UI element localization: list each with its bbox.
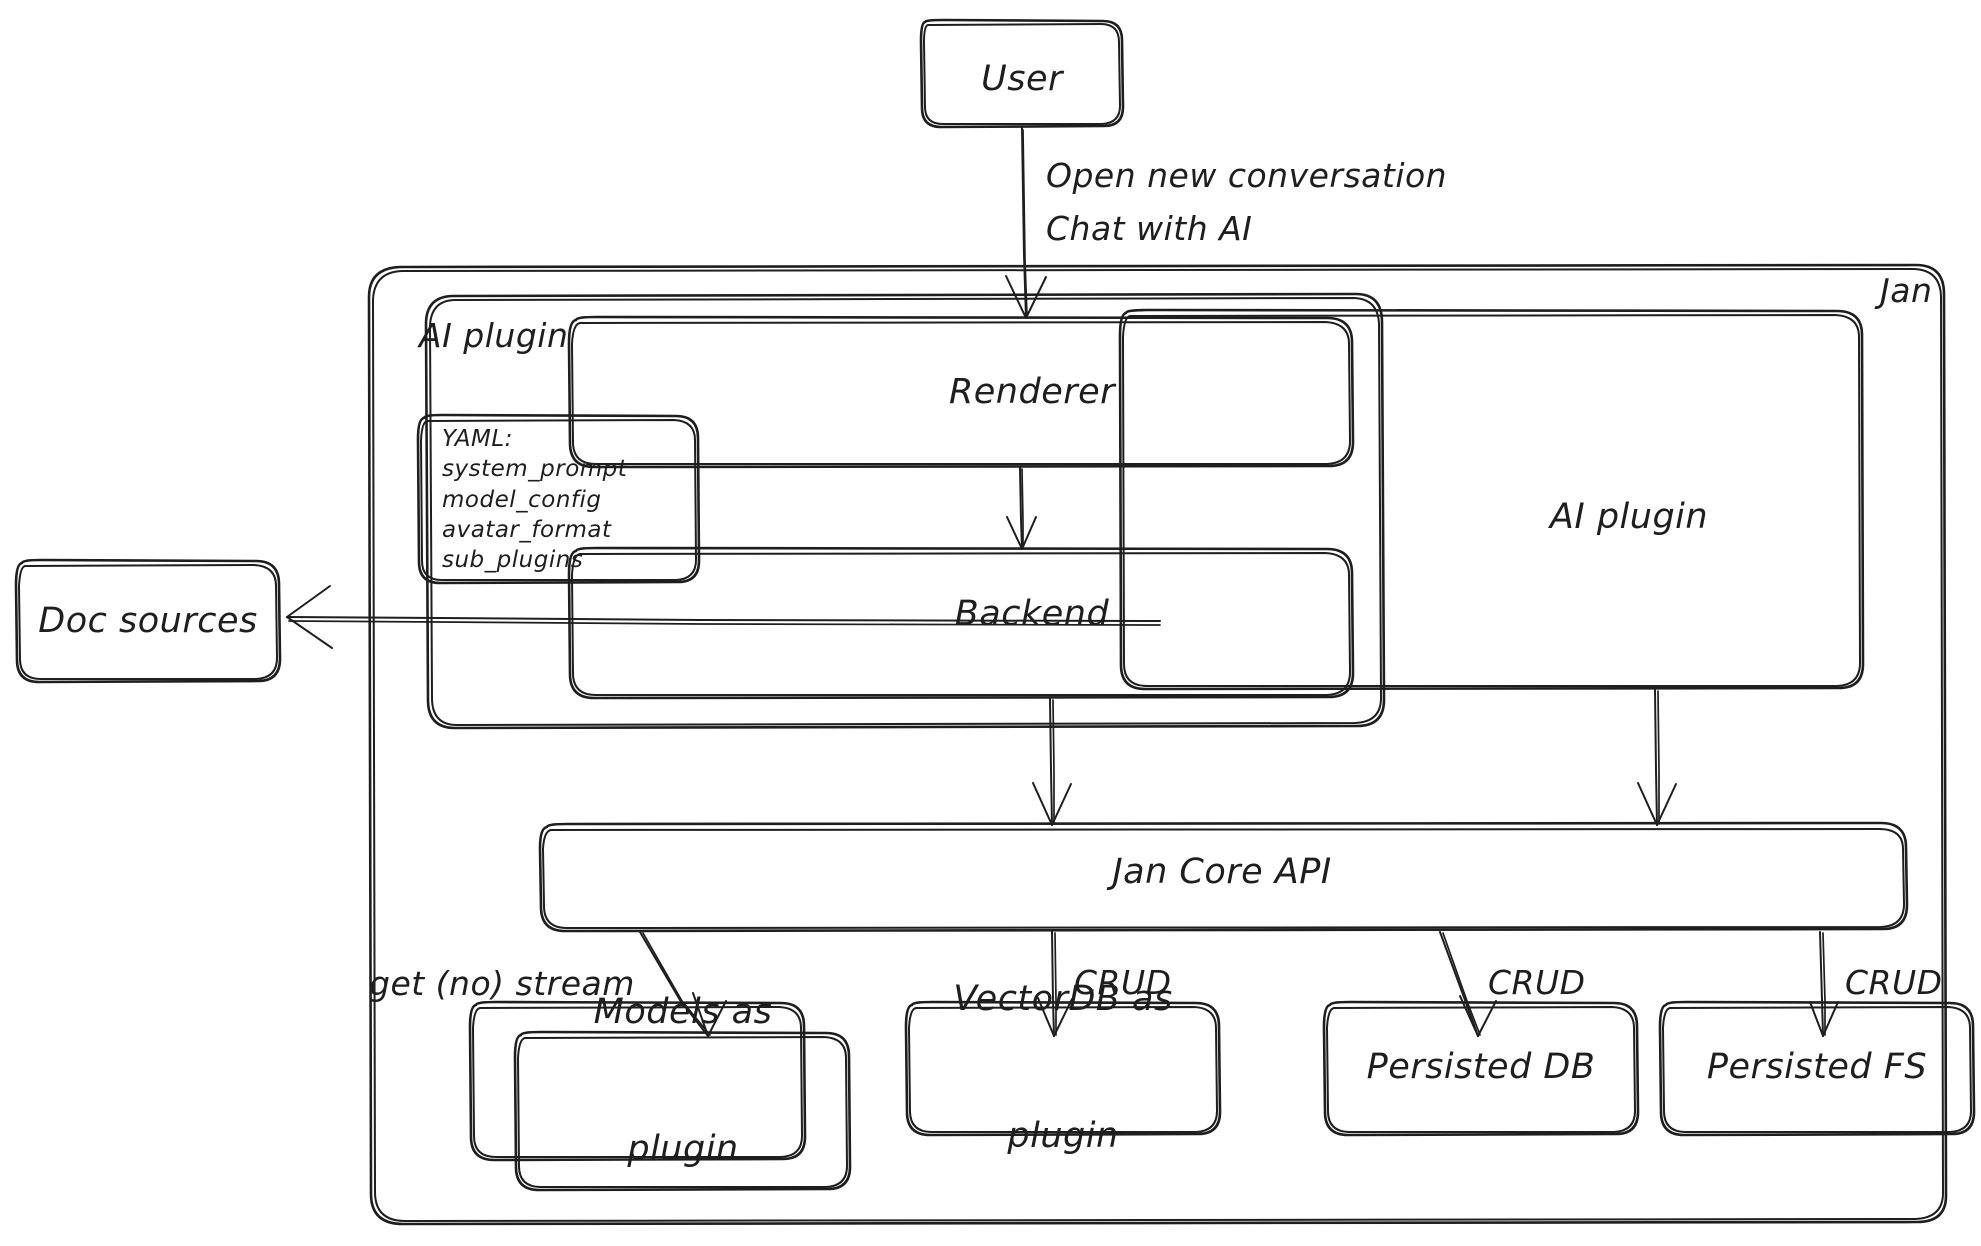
persisted-db-node-label: Persisted DB [1366, 1047, 1596, 1088]
ai-plugin-right-box-outline [1118, 308, 1865, 691]
ai-plugin-group-label: AI plugin [419, 316, 569, 355]
models-plugin-label-line1: Models as [593, 992, 773, 1032]
models-plugin-label-line2: plugin [627, 1128, 739, 1169]
vectordb-label-line2: plugin [1007, 1115, 1119, 1156]
arrow-user-to-renderer [1005, 127, 1047, 319]
edge-label-chat-with-ai: Chat with AI [1046, 209, 1253, 248]
arrow-backend-to-core-api [1032, 698, 1072, 826]
vectordb-node-label: VectorDB as plugin [953, 886, 1172, 1246]
edge-label-crud-persisted-fs: CRUD [1845, 963, 1943, 1002]
yaml-key-system-prompt: system_prompt [442, 456, 628, 483]
backend-node-label: Backend [954, 594, 1110, 635]
models-plugin-node-label: Models as plugin [594, 899, 773, 1246]
yaml-config-block: YAML: system_prompt model_config avatar_… [442, 424, 627, 576]
jan-core-api-node-label: Jan Core API [1112, 852, 1332, 893]
edge-label-get-no-stream: get (no) stream [369, 964, 635, 1003]
yaml-key-avatar-format: avatar_format [442, 517, 612, 544]
doc-sources-node-label: Doc sources [38, 601, 258, 642]
jan-container-label: Jan [1880, 271, 1933, 310]
edge-label-open-new-conversation: Open new conversation [1046, 156, 1448, 195]
yaml-key-sub-plugins: sub_plugins [442, 547, 584, 574]
yaml-header: YAML: [442, 426, 513, 452]
vectordb-label-line1: VectorDB as [953, 979, 1173, 1019]
renderer-node-label: Renderer [948, 372, 1116, 413]
ai-plugin-right-node-label: AI plugin [1549, 497, 1709, 538]
arrow-renderer-to-backend [1006, 467, 1037, 550]
arrow-core-api-to-persisted-fs [1809, 931, 1839, 1037]
user-node-label: User [981, 59, 1063, 100]
arrow-ai-plugin-to-core-api [1637, 689, 1677, 826]
edge-label-crud-vectordb: CRUD [1074, 963, 1172, 1002]
persisted-fs-node-label: Persisted FS [1706, 1047, 1928, 1088]
edge-label-crud-persisted-db: CRUD [1488, 963, 1586, 1002]
yaml-key-model-config: model_config [442, 486, 602, 513]
